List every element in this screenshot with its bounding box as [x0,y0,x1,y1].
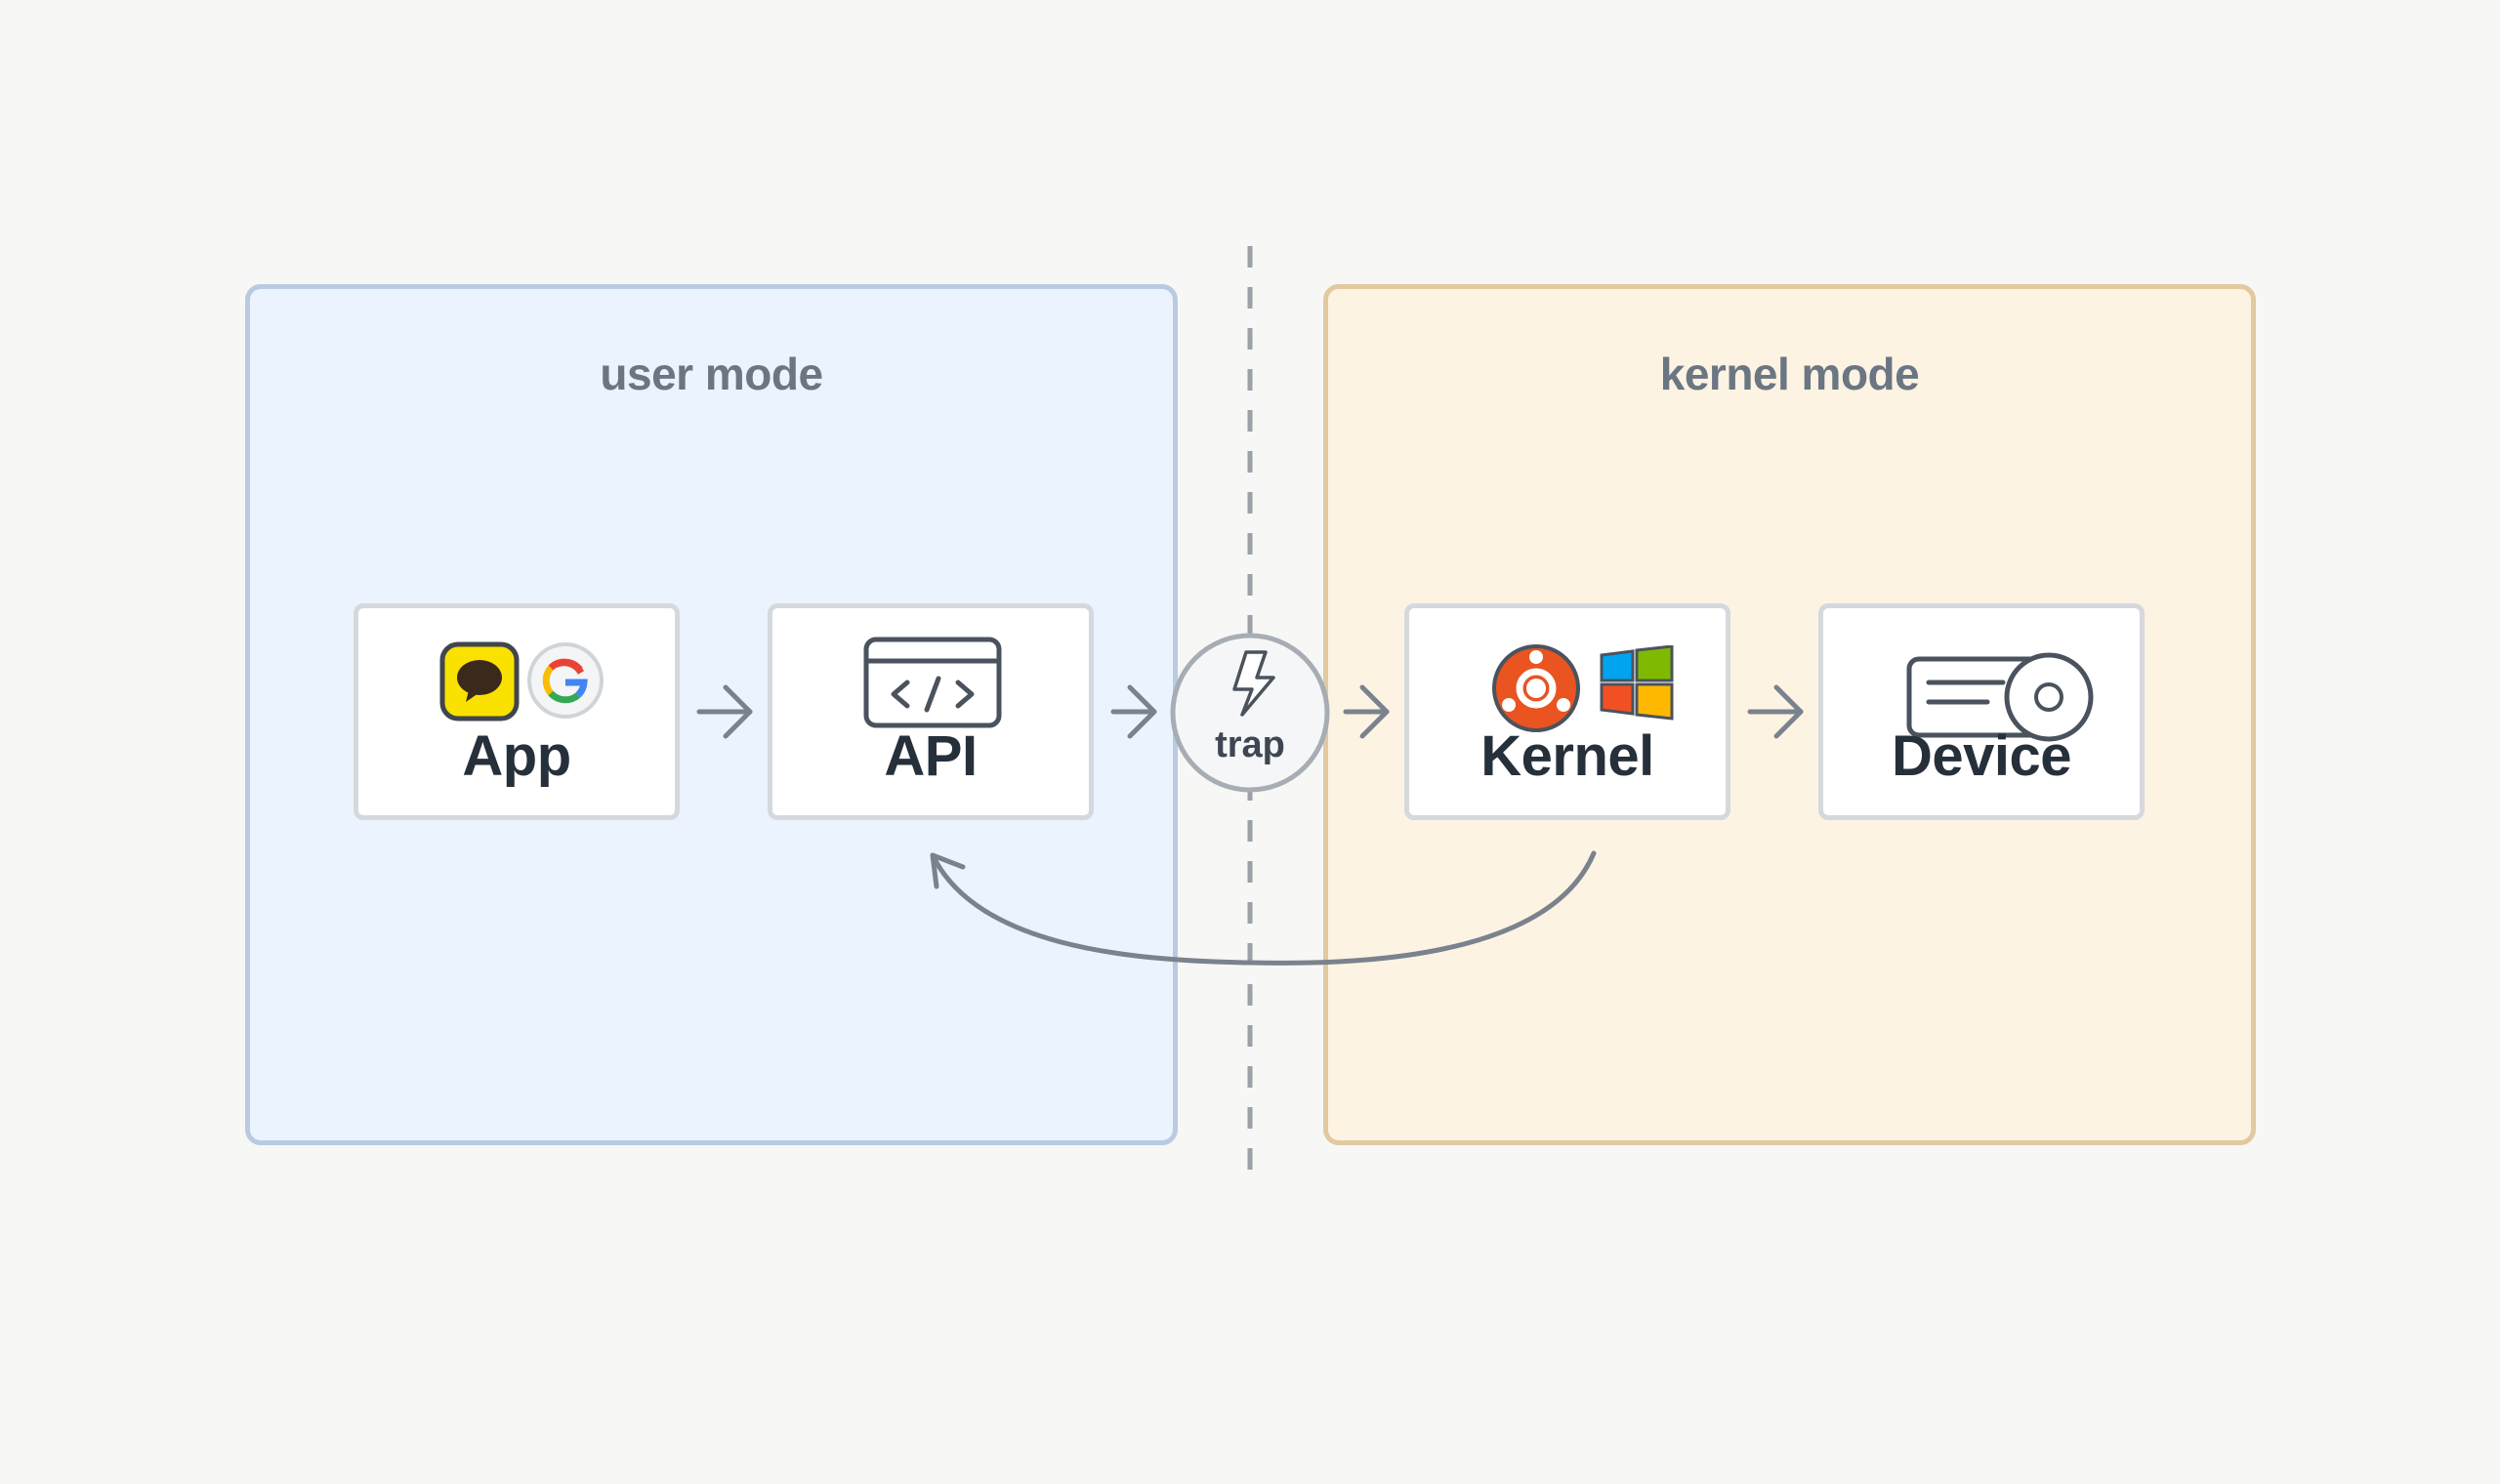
app-label: App [462,724,571,788]
api-label: API [884,724,978,788]
device-label: Device [1891,724,2072,788]
app-node[interactable]: App [354,603,680,820]
device-node[interactable]: Device [1818,603,2145,820]
trap-label: trap [1215,724,1285,765]
user-mode-title: user mode [600,349,823,399]
kernel-mode-title: kernel mode [1659,349,1920,399]
ubuntu-icon [1492,644,1580,732]
trap-circle [1170,633,1330,793]
speech-bubble-icon [439,641,520,721]
disk-drive-icon [1906,652,2094,742]
windows-icon [1600,645,1674,721]
kernel-label: Kernel [1480,724,1654,788]
lightning-icon [1232,650,1275,717]
google-icon [527,642,604,719]
api-node[interactable]: API [768,603,1094,820]
code-window-icon [863,637,1002,728]
kernel-node[interactable]: Kernel [1404,603,1730,820]
